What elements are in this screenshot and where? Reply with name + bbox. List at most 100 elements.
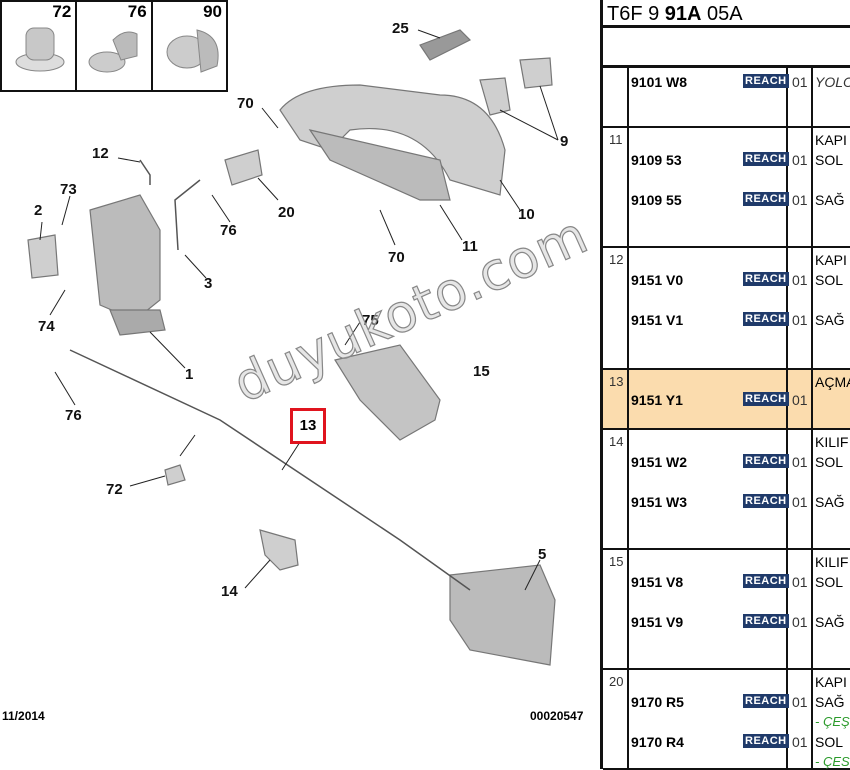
qty-cell [788, 248, 813, 368]
reach-badge: REACH [743, 614, 789, 628]
part-number[interactable]: 9151 V8 [631, 574, 684, 590]
description: SOL [815, 152, 844, 168]
cap-icon [166, 29, 219, 73]
quantity: 01 [792, 574, 808, 590]
part-number[interactable]: 9151 W3 [631, 494, 688, 510]
part-line[interactable]: 9151 W2 REACH 01 SOL [603, 454, 850, 474]
row-title: KAPI [815, 252, 847, 268]
part-cell [629, 128, 788, 246]
reach-badge: REACH [743, 192, 789, 206]
reach-badge: REACH [743, 392, 789, 406]
part-line[interactable]: 9101 W8 REACH 01 YOLC [603, 74, 850, 94]
quantity: 01 [792, 734, 808, 750]
part-cell [629, 550, 788, 668]
bracket-icon [88, 31, 138, 73]
lock-body [89, 194, 161, 321]
callout-73[interactable]: 73 [60, 181, 77, 198]
variant-note: - ÇES [815, 754, 850, 769]
part-number[interactable]: 9151 W2 [631, 454, 688, 470]
callout-72[interactable]: 72 [106, 481, 123, 498]
ref-number: 13 [603, 370, 629, 428]
part-line[interactable]: 9151 Y1 REACH 01 [603, 392, 850, 412]
callout-1[interactable]: 1 [185, 366, 194, 383]
ref-number: 14 [603, 430, 629, 548]
variant-note: - ÇEŞ [815, 714, 850, 729]
reach-badge: REACH [743, 312, 789, 326]
part-line[interactable]: 9151 V8 REACH 01 SOL [603, 574, 850, 594]
part-number[interactable]: 9151 V9 [631, 614, 684, 630]
callout-74[interactable]: 74 [38, 318, 55, 335]
callout-75[interactable]: 75 [362, 312, 379, 329]
callout-11[interactable]: 11 [462, 238, 478, 255]
callout-25[interactable]: 25 [392, 20, 409, 37]
qty-cell [788, 370, 813, 428]
parts-diagram: 72 76 90 25 70 9 12 73 2 20 76 3 10 11 [0, 0, 598, 723]
reach-badge: REACH [743, 694, 789, 708]
part-number[interactable]: 9151 V1 [631, 312, 684, 328]
table-row[interactable]: 9101 W8 REACH 01 YOLC [603, 68, 850, 128]
part-number[interactable]: 9170 R4 [631, 734, 684, 750]
callout-20[interactable]: 20 [278, 204, 295, 221]
part-number[interactable]: 9151 Y1 [631, 392, 683, 408]
qty-cell [788, 670, 813, 768]
callout-5[interactable]: 5 [538, 546, 547, 563]
part-number[interactable]: 9101 W8 [631, 74, 688, 90]
part-number[interactable]: 9109 53 [631, 152, 682, 168]
thumbnail-72[interactable]: 72 [2, 2, 78, 90]
part-line[interactable]: 9170 R4 REACH 01 SOL [603, 734, 850, 754]
callout-2[interactable]: 2 [34, 202, 43, 219]
callout-3[interactable]: 3 [204, 275, 213, 292]
part-line[interactable]: 9151 V0 REACH 01 SOL [603, 272, 850, 292]
row-title: KILIF [815, 554, 849, 570]
ref-number: 20 [603, 670, 629, 768]
ref-number [603, 68, 629, 126]
drawing-number: 00020547 [530, 709, 584, 723]
description: SAĞ [815, 192, 845, 208]
part-line[interactable]: 9151 W3 REACH 01 SAĞ [603, 494, 850, 514]
inner-handle-5 [449, 564, 556, 666]
part-line[interactable]: 9109 53 REACH 01 SOL [603, 152, 850, 172]
reach-badge: REACH [743, 272, 789, 286]
part-cell [629, 68, 788, 126]
callout-15[interactable]: 15 [473, 363, 490, 380]
thumbnail-76[interactable]: 76 [77, 2, 153, 90]
part-cell [629, 430, 788, 548]
reach-badge: REACH [743, 152, 789, 166]
callout-9[interactable]: 9 [560, 133, 569, 150]
description: SOL [815, 734, 844, 750]
part-line[interactable]: 9109 55 REACH 01 SAĞ [603, 192, 850, 212]
thumbnail-90[interactable]: 90 [153, 2, 226, 90]
part-line[interactable]: 9151 V9 REACH 01 SAĞ [603, 614, 850, 634]
part-line[interactable]: 9170 R5 REACH 01 SAĞ [603, 694, 850, 714]
row-title: AÇMA [815, 374, 850, 390]
description: YOLC [815, 74, 850, 90]
part-line[interactable]: 9151 V1 REACH 01 SAĞ [603, 312, 850, 332]
fastener-thumbnails: 72 76 90 [0, 0, 228, 92]
part-number[interactable]: 9109 55 [631, 192, 682, 208]
bracket-2 [27, 234, 59, 279]
callout-76b[interactable]: 76 [65, 407, 82, 424]
part-number[interactable]: 9170 R5 [631, 694, 684, 710]
callout-10[interactable]: 10 [518, 206, 535, 223]
callout-13-highlighted[interactable]: 13 [290, 408, 326, 444]
part-number[interactable]: 9151 V0 [631, 272, 684, 288]
callout-70b[interactable]: 70 [388, 249, 405, 266]
clip-72 [164, 464, 186, 486]
parts-drawing [27, 29, 559, 666]
callout-76[interactable]: 76 [220, 222, 237, 239]
bracket-15 [334, 344, 441, 441]
ref-number: 12 [603, 248, 629, 368]
callout-12[interactable]: 12 [92, 145, 109, 162]
table-row[interactable]: 12 KAPI 9151 V0 REACH 01 SOL 9151 V1 REAC… [603, 248, 850, 370]
cylinder-20 [224, 149, 263, 186]
ref-number: 11 [603, 128, 629, 246]
table-row[interactable]: 13 AÇMA 9151 Y1 REACH 01 [603, 370, 850, 430]
callout-14[interactable]: 14 [221, 583, 238, 600]
handle-bracket [308, 129, 451, 201]
callout-70[interactable]: 70 [237, 95, 254, 112]
qty-cell [788, 128, 813, 246]
